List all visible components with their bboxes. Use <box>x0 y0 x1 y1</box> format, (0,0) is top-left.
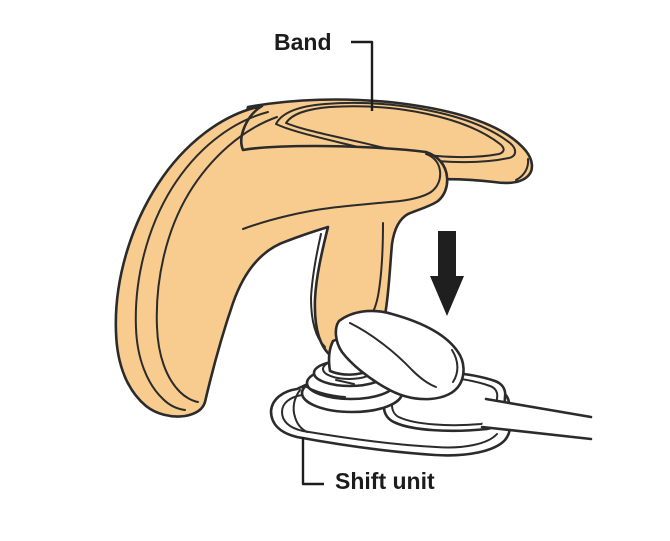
lever-contour-line <box>349 322 437 388</box>
base-plate-rim-line <box>281 394 498 449</box>
band-label: Band <box>274 29 332 55</box>
band-stem-inset-left <box>310 233 326 348</box>
band-leader-line <box>351 40 374 111</box>
shift-cable <box>480 397 593 441</box>
band-ridge-line-2 <box>155 116 278 403</box>
shift-unit-illustration <box>269 309 593 457</box>
band-top-opening-inner <box>285 105 505 159</box>
dial-notch <box>335 379 355 385</box>
down-arrow-icon <box>430 231 464 316</box>
lever-tip-line <box>451 349 459 383</box>
band-ridge-line-1 <box>134 111 269 411</box>
band-ring-tip-facet <box>515 158 530 181</box>
base-plate-tab-step <box>292 389 308 433</box>
band-underside-inset <box>242 153 442 230</box>
shift-unit-label: Shift unit <box>335 468 435 494</box>
shift-unit-leader-line <box>301 437 324 486</box>
dial-front-step <box>304 385 346 398</box>
